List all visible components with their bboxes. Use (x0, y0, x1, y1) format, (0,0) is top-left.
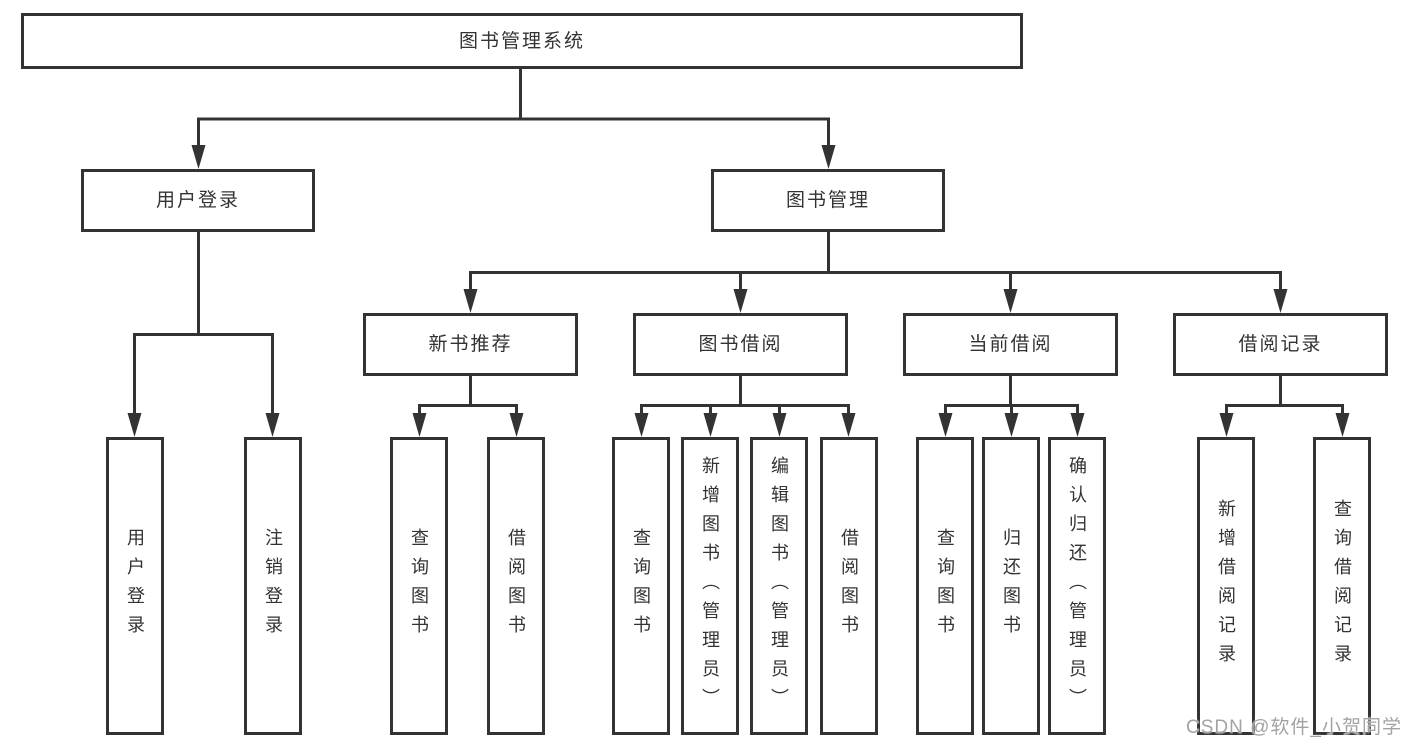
leaf-query-books-current: 查询图书 (916, 437, 974, 735)
connector-bookmgmt-to-level3 (463, 232, 1288, 313)
node-label: 图书管理系统 (458, 30, 585, 52)
node-label: 借阅图书 (839, 528, 859, 644)
node-label: 借阅图书 (506, 528, 526, 644)
node-label: 新增借阅记录 (1216, 499, 1236, 673)
node-label: 图书借阅 (698, 334, 783, 355)
node-label: 编辑图书（管理员） (769, 455, 789, 717)
node-label: 借阅记录 (1238, 334, 1323, 355)
node-label: 新增图书（管理员） (700, 455, 720, 717)
leaf-add-books-admin: 新增图书（管理员） (681, 437, 739, 735)
node-label: 用户登录 (125, 528, 145, 644)
node-new-book-recommend: 新书推荐 (363, 313, 578, 376)
node-current-borrowing: 当前借阅 (903, 313, 1118, 376)
node-label: 查询借阅记录 (1332, 499, 1352, 673)
connector-userlogin-to-leaves (127, 232, 280, 437)
leaf-query-borrow-record: 查询借阅记录 (1313, 437, 1371, 735)
connector-bookborrow-to-leaves (634, 376, 856, 437)
node-label: 确认归还（管理员） (1067, 455, 1087, 717)
node-label: 查询图书 (935, 528, 955, 644)
leaf-confirm-return-admin: 确认归还（管理员） (1048, 437, 1106, 735)
leaf-borrow-books-recommend: 借阅图书 (487, 437, 545, 735)
node-label: 查询图书 (631, 528, 651, 644)
leaf-logout: 注销登录 (244, 437, 302, 735)
leaf-edit-books-admin: 编辑图书（管理员） (750, 437, 808, 735)
node-label: 图书管理 (785, 190, 870, 211)
node-library-management-system: 图书管理系统 (21, 13, 1023, 69)
node-label: 新书推荐 (428, 334, 513, 355)
leaf-return-books: 归还图书 (982, 437, 1040, 735)
connector-root-to-level2 (191, 69, 836, 169)
node-book-management: 图书管理 (711, 169, 945, 232)
csdn-watermark: CSDN @软件_小贺同学 (1186, 717, 1402, 738)
leaf-add-borrow-record: 新增借阅记录 (1197, 437, 1255, 735)
connector-borrowrecords-to-leaves (1219, 376, 1350, 437)
leaf-query-books-recommend: 查询图书 (390, 437, 448, 735)
node-label: 用户登录 (155, 190, 240, 211)
leaf-borrow-books-borrowing: 借阅图书 (820, 437, 878, 735)
node-label: 归还图书 (1001, 528, 1021, 644)
node-label: 注销登录 (263, 528, 283, 644)
connector-currentborrow-to-leaves (938, 376, 1085, 437)
leaf-query-books-borrowing: 查询图书 (612, 437, 670, 735)
node-borrowing-records: 借阅记录 (1173, 313, 1388, 376)
node-book-borrowing: 图书借阅 (633, 313, 848, 376)
node-label: 查询图书 (409, 528, 429, 644)
node-label: 当前借阅 (968, 334, 1053, 355)
leaf-user-login: 用户登录 (106, 437, 164, 735)
connector-newbookrec-to-leaves (412, 376, 524, 437)
node-user-login: 用户登录 (81, 169, 315, 232)
